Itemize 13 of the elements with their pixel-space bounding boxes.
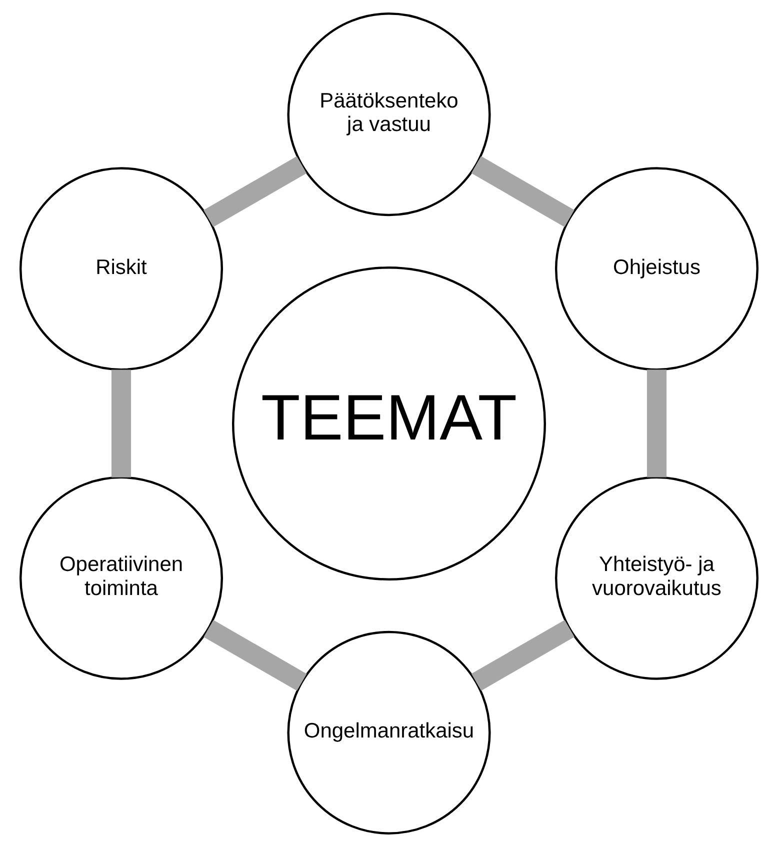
- node-circle: TEEMAT: [232, 266, 546, 580]
- node-circle: Yhteistyö- ja vuorovaikutus: [554, 476, 759, 680]
- connector: [111, 370, 132, 478]
- connector: [646, 370, 667, 478]
- connector: [204, 156, 307, 228]
- connector: [204, 620, 307, 691]
- node-circle: Ongelmanratkaisu: [287, 630, 491, 834]
- node-circle: Operatiivinen toiminta: [19, 476, 224, 680]
- node-circle: Ohjeistus: [554, 167, 759, 371]
- node-circle: Päätöksenteko ja vastuu: [287, 12, 491, 216]
- connector: [471, 620, 574, 691]
- connector: [471, 156, 574, 227]
- node-circle: Riskit: [19, 167, 224, 371]
